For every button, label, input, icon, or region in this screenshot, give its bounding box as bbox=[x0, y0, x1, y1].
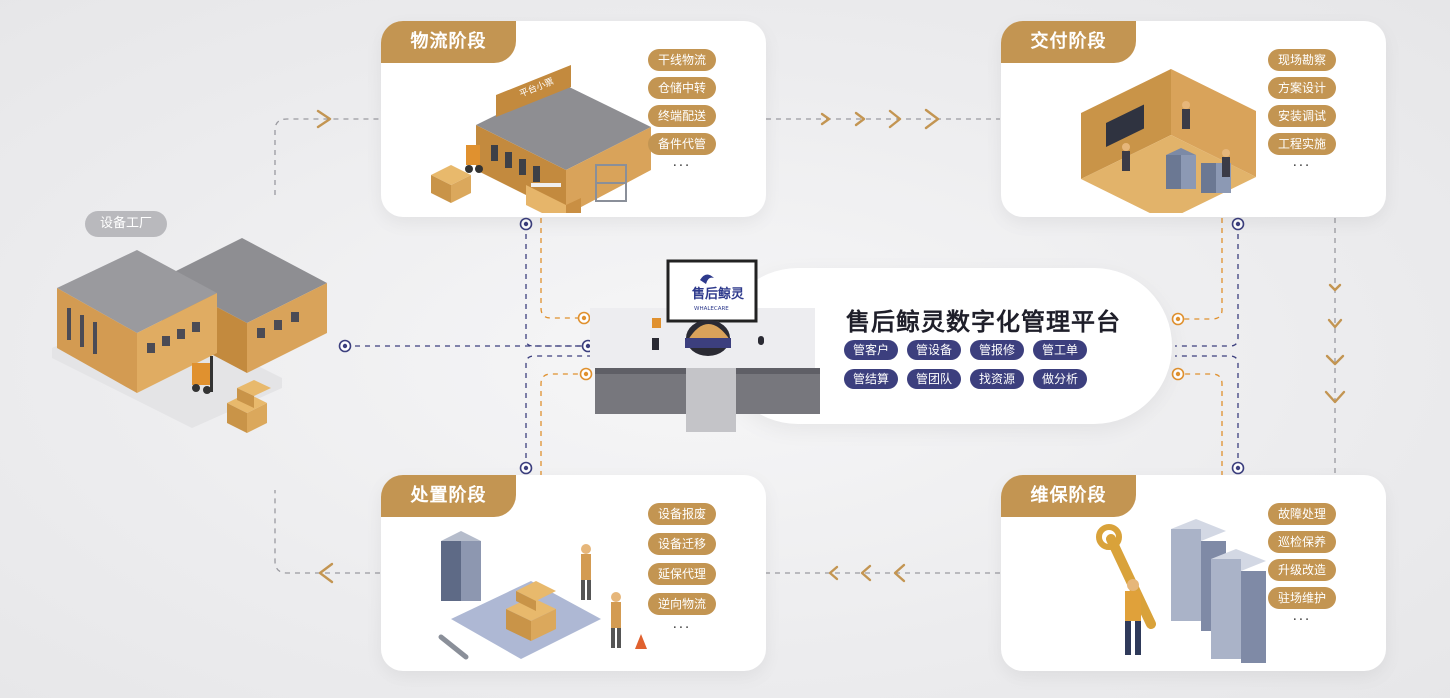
stage-item: 安装调试 bbox=[1268, 105, 1336, 127]
chevron-left-icon bbox=[828, 565, 839, 581]
disposal-navy-line bbox=[525, 355, 590, 468]
logistics-orange-line bbox=[540, 218, 580, 319]
platform-feature-grid: 管客户 管设备 管报修 管工单 管结算 管团队 找资源 做分析 bbox=[844, 340, 1104, 398]
wrench-icon bbox=[438, 634, 469, 660]
platform-feature: 做分析 bbox=[1033, 369, 1087, 389]
stage-item: 巡检保养 bbox=[1268, 531, 1336, 553]
chevron-right-icon bbox=[854, 111, 866, 127]
chevron-down-icon bbox=[1324, 390, 1346, 404]
installation-room-illustration bbox=[1081, 69, 1256, 213]
stage-items: 故障处理 巡检保养 升级改造 驻场维护 ··· bbox=[1268, 503, 1336, 627]
box-stack-icon bbox=[506, 581, 556, 641]
worker-icon bbox=[581, 544, 621, 648]
stage-title: 维保阶段 bbox=[1001, 475, 1136, 517]
whale-logo-icon bbox=[700, 274, 714, 284]
logistics-navy-line bbox=[525, 224, 590, 347]
logo-text: 售后鲸灵 bbox=[692, 286, 745, 302]
chevron-right-icon bbox=[316, 109, 332, 129]
disposal-illustration bbox=[438, 531, 647, 660]
operator-icon bbox=[685, 320, 736, 432]
stage-item: 设备报废 bbox=[648, 503, 716, 525]
stage-items: 设备报废 设备迁移 延保代理 逆向物流 ··· bbox=[648, 503, 716, 635]
chevron-right-icon bbox=[888, 109, 902, 129]
more-indicator: ··· bbox=[1292, 613, 1312, 628]
forklift-icon bbox=[192, 356, 213, 394]
chevron-right-icon bbox=[820, 112, 831, 126]
platform-feature: 管客户 bbox=[844, 340, 898, 360]
worker-icon bbox=[1122, 101, 1230, 177]
stage-item: 升级改造 bbox=[1268, 559, 1336, 581]
stage-item: 方案设计 bbox=[1268, 77, 1336, 99]
logo-subtext: WHALECARE bbox=[694, 306, 729, 312]
stage-item: 现场勘察 bbox=[1268, 49, 1336, 71]
platform-feature: 管结算 bbox=[844, 369, 898, 389]
stage-item: 终端配送 bbox=[648, 105, 716, 127]
disposal-to-factory-line bbox=[274, 490, 380, 574]
stage-title: 交付阶段 bbox=[1001, 21, 1136, 63]
chevron-left-icon bbox=[318, 562, 334, 584]
stage-card-maintenance: 维保阶段 故障处理 巡检保养 升级改造 驻场维护 ··· bbox=[1001, 475, 1386, 671]
platform-feature: 找资源 bbox=[970, 369, 1024, 389]
stage-item: 故障处理 bbox=[1268, 503, 1336, 525]
box-stack-icon bbox=[431, 165, 471, 203]
chevron-down-icon bbox=[1325, 354, 1345, 366]
factory-label: 设备工厂 bbox=[85, 211, 167, 237]
platform-feature: 管团队 bbox=[907, 369, 961, 389]
stage-card-logistics: 物流阶段 平台小票 bbox=[381, 21, 766, 217]
shelf-icon bbox=[595, 164, 627, 202]
more-indicator: ··· bbox=[672, 621, 692, 636]
server-rack-icon bbox=[441, 531, 481, 601]
disposal-orange-line bbox=[540, 373, 584, 476]
stage-item: 备件代管 bbox=[648, 133, 716, 155]
maintenance-orange-line bbox=[1180, 373, 1223, 476]
stage-card-disposal: 处置阶段 设备报 bbox=[381, 475, 766, 671]
platform-feature: 管工单 bbox=[1033, 340, 1087, 360]
phone-icon bbox=[652, 338, 659, 350]
stage-items: 干线物流 仓储中转 终端配送 备件代管 ··· bbox=[648, 49, 716, 173]
warehouse-illustration: 平台小票 bbox=[431, 65, 651, 213]
delivery-navy-line bbox=[1175, 224, 1239, 347]
stage-item: 逆向物流 bbox=[648, 593, 716, 615]
traffic-cone-icon bbox=[635, 634, 647, 649]
box-stack-icon bbox=[227, 380, 271, 433]
chevron-left-icon bbox=[893, 563, 906, 583]
operator-desk-illustration: 售后鲸灵 WHALECARE bbox=[590, 259, 820, 432]
more-indicator: ··· bbox=[672, 159, 692, 174]
truck-icon bbox=[526, 183, 581, 213]
stage-item: 驻场维护 bbox=[1268, 587, 1336, 609]
stage-item: 延保代理 bbox=[648, 563, 716, 585]
factory-illustration bbox=[52, 238, 327, 433]
delivery-orange-line bbox=[1180, 218, 1223, 320]
maintenance-illustration bbox=[1096, 519, 1266, 663]
worker-icon bbox=[1125, 579, 1141, 655]
platform-feature: 管报修 bbox=[970, 340, 1024, 360]
server-rack-icon bbox=[1171, 519, 1266, 663]
stage-title: 处置阶段 bbox=[381, 475, 516, 517]
factory-to-logistics-line bbox=[274, 118, 380, 195]
monitor-icon: 售后鲸灵 WHALECARE bbox=[666, 259, 758, 331]
cup-icon bbox=[652, 318, 661, 328]
server-rack-icon bbox=[1166, 148, 1231, 193]
chevron-left-icon bbox=[860, 564, 872, 582]
chevron-right-icon bbox=[924, 108, 940, 130]
stage-card-delivery: 交付阶段 现场勘察 方案设计 安装调试 工程实施 ·· bbox=[1001, 21, 1386, 217]
stage-title: 物流阶段 bbox=[381, 21, 516, 63]
stage-item: 设备迁移 bbox=[648, 533, 716, 555]
chevron-down-icon bbox=[1327, 318, 1343, 329]
stage-item: 仓储中转 bbox=[648, 77, 716, 99]
platform-title: 售后鲸灵数字化管理平台 bbox=[846, 308, 1121, 336]
stage-item: 干线物流 bbox=[648, 49, 716, 71]
platform-feature: 管设备 bbox=[907, 340, 961, 360]
more-indicator: ··· bbox=[1292, 159, 1312, 174]
stage-item: 工程实施 bbox=[1268, 133, 1336, 155]
forklift-icon bbox=[465, 145, 483, 173]
mouse-icon bbox=[758, 336, 764, 345]
maintenance-navy-line bbox=[1175, 355, 1239, 468]
chevron-down-icon bbox=[1328, 283, 1342, 292]
stage-items: 现场勘察 方案设计 安装调试 工程实施 ··· bbox=[1268, 49, 1336, 173]
